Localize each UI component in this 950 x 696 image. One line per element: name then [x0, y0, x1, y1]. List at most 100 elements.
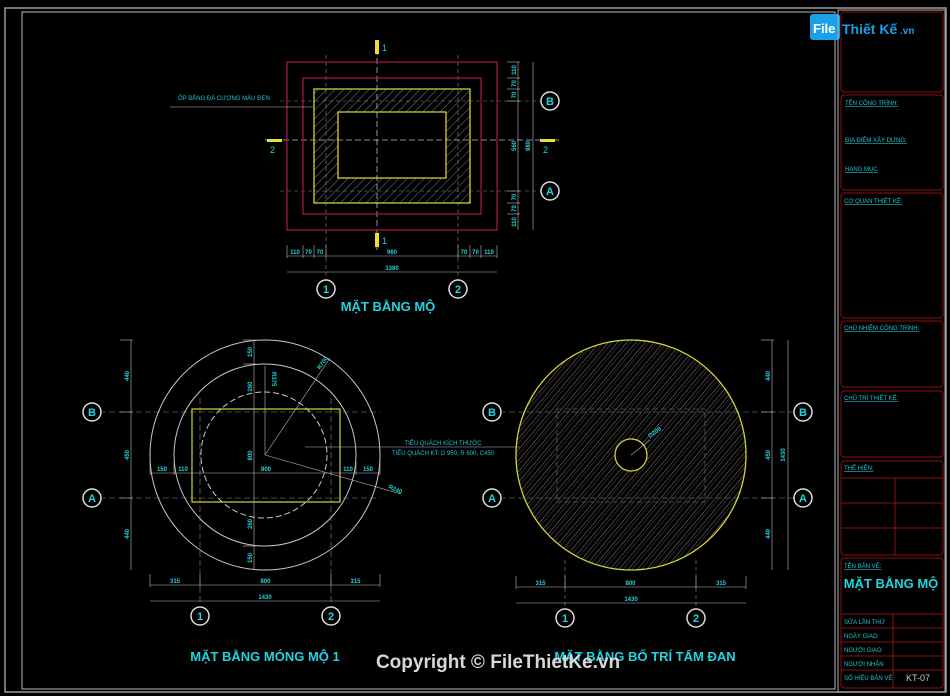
dimension-label: 110: [512, 217, 518, 227]
grid-axis-label: 1: [323, 284, 329, 296]
dim-total: 1380: [385, 266, 399, 272]
radius-label: R240: [387, 484, 403, 496]
dimension-label: 440: [125, 370, 131, 381]
grid-axis-bubble: B: [82, 402, 102, 422]
dimension-label: 70: [317, 250, 324, 256]
dimension-label: 260: [248, 518, 254, 529]
drawing-frame: [21, 11, 836, 690]
note-title: TIỂU QUÁCH KÍCH THƯỚC: [404, 440, 482, 447]
grid-axis-label: B: [488, 407, 496, 419]
dimension-label: 260: [248, 381, 254, 392]
title-block: [837, 9, 946, 693]
dimension-label: 110: [343, 467, 353, 473]
grid-axis-bubble: 2: [448, 279, 468, 299]
dimension-label: 450: [125, 449, 131, 460]
grid-axis-bubble: B: [540, 91, 560, 111]
dim-total: 1430: [624, 597, 638, 603]
grid-axis-bubble: B: [482, 402, 502, 422]
section-mark: 2: [270, 145, 275, 155]
watermark: Copyright © FileThietKe.vn: [376, 652, 620, 673]
view-title-foundation: MẶT BẰNG MÓNG MỘ 1: [190, 649, 340, 664]
drawing-name: MẶT BẰNG MỘ: [844, 576, 939, 591]
dimension-label: 440: [766, 370, 772, 381]
dimension-label: 800: [625, 581, 636, 587]
dimension-label: 315: [535, 581, 546, 587]
title-block-row-label: NGƯỜI GIAO: [844, 647, 882, 654]
dim-total: 1430: [781, 448, 787, 462]
grid-axis-bubble: A: [482, 488, 502, 508]
dimension-label: 110: [512, 65, 518, 75]
leader-label: ỐP BẰNG ĐÁ CƯƠNG MÀU ĐEN: [178, 94, 270, 102]
svg-text:.vn: .vn: [900, 26, 914, 37]
top-view: 1 1 2 2 ỐP BẰNG ĐÁ CƯƠNG MÀU ĐEN 110 70 70…: [170, 40, 560, 314]
grid-axis-label: 1: [562, 613, 568, 625]
project-manager-label: CHỦ NHIỆM CÔNG TRÌNH:: [844, 324, 920, 332]
dimension-label: 150: [157, 467, 168, 473]
outer-frame: [4, 7, 947, 693]
dimension-label: 70: [512, 91, 518, 98]
title-block-row-label: NGÀY GIAO: [844, 633, 878, 640]
title-block-row-label: SỐ HIỆU BẢN VẼ: [844, 674, 892, 682]
grid-axis-label: B: [88, 407, 96, 419]
dimension-label: 70: [512, 193, 518, 200]
title-block-row-label: SỬA LẦN THỨ: [844, 619, 885, 626]
grid-axis-bubble: A: [793, 488, 813, 508]
grid-axis-bubble: 2: [686, 608, 706, 628]
grid-axis-bubble: 1: [555, 608, 575, 628]
dimension-label: 70: [512, 80, 518, 87]
grid-axis-label: 2: [455, 284, 461, 296]
grid-axis-label: B: [799, 407, 807, 419]
section-mark: 1: [382, 236, 387, 246]
grid-axis-label: 2: [328, 611, 334, 623]
dimension-label: 315: [716, 581, 727, 587]
dimension-label: 560: [512, 140, 518, 151]
grid-axis-bubble: 1: [316, 279, 336, 299]
item-label: HẠNG MỤC: [845, 167, 878, 173]
grid-axis-label: B: [546, 96, 554, 108]
grid-axis-bubble: A: [540, 181, 560, 201]
foundation-view: TIỂU QUÁCH KÍCH THƯỚC TIỂU QUÁCH KT: D 9…: [100, 339, 520, 664]
dimension-label: 315: [350, 579, 361, 585]
view-title-slab: MẶT BẰNG BỐ TRÍ TẤM ĐAN: [554, 649, 735, 664]
grid-axis-label: 2: [693, 613, 699, 625]
dim-total: 980: [526, 140, 532, 151]
radius-label: R700: [317, 355, 331, 371]
section-mark: 1: [382, 43, 387, 53]
dimension-label: 70: [472, 250, 479, 256]
dimension-label: 70: [512, 205, 518, 212]
grid-axis-label: A: [88, 493, 96, 505]
design-lead-label: CHỦ TRÌ THIẾT KẾ:: [844, 395, 899, 402]
dimension-label: 800: [261, 467, 272, 473]
grid-axis-bubble: B: [793, 402, 813, 422]
dimension-label: 110: [484, 250, 494, 256]
view-title-top: MẶT BẰNG MỘ: [341, 299, 436, 314]
grid-axis-label: 1: [197, 611, 203, 623]
project-name-label: TÊN CÔNG TRÌNH:: [845, 99, 899, 107]
title-block-row-value: KT-07: [906, 673, 930, 683]
grid-axis-label: A: [546, 186, 554, 198]
location-label: ĐỊA ĐIỂM XÂY DỰNG:: [845, 137, 907, 144]
radius-label: R375: [270, 372, 276, 387]
section-mark: 2: [543, 145, 548, 155]
drawn-by-label: THỂ HIỆN:: [844, 464, 874, 472]
dimension-label: 440: [766, 528, 772, 539]
outer-border: [286, 61, 498, 231]
dimension-label: 110: [178, 467, 188, 473]
grid-axis-bubble: 1: [190, 606, 210, 626]
dimension-label: 450: [766, 449, 772, 460]
dimension-label: 150: [248, 552, 254, 563]
dimension-label: 70: [305, 250, 312, 256]
dimension-label: 150: [363, 467, 374, 473]
grid-axis-bubble: A: [82, 488, 102, 508]
dimension-label: 110: [290, 250, 300, 256]
dim-total: 1430: [258, 595, 272, 601]
svg-text:File: File: [813, 21, 835, 36]
title-block-row-label: NGƯỜI NHẬN: [844, 661, 884, 668]
dimension-label: 800: [248, 450, 254, 461]
dimension-label: 800: [260, 579, 271, 585]
granite-cladding: [313, 88, 471, 204]
note-detail: TIỂU QUÁCH KT: D 950, R 600, C450: [392, 450, 495, 457]
svg-text:Thiết Kế: Thiết Kế: [842, 21, 897, 37]
design-agency-label: CƠ QUAN THIẾT KẾ:: [844, 198, 903, 205]
